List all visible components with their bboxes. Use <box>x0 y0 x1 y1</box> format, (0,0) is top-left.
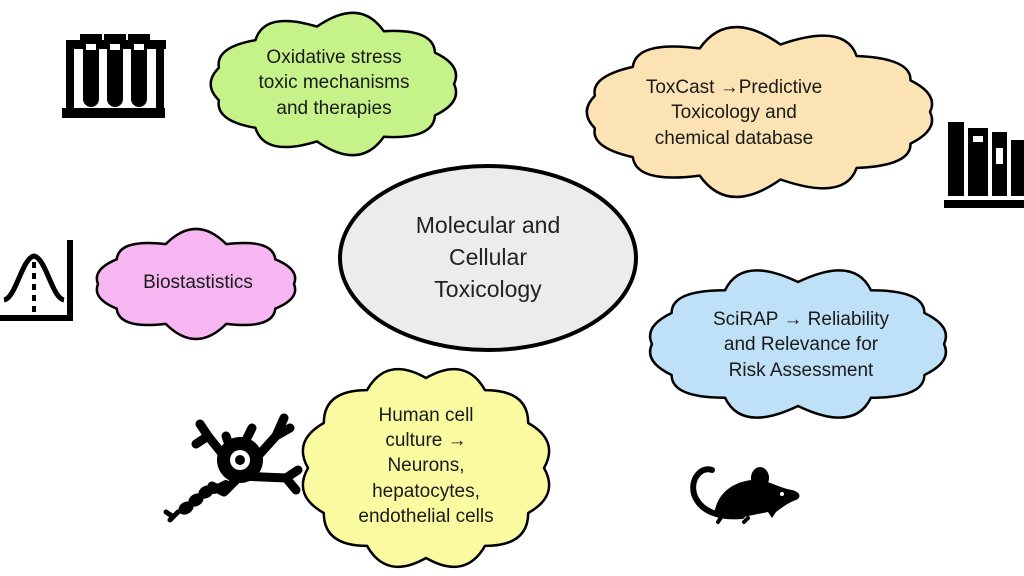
cloud-shape-cellculture <box>301 368 551 568</box>
center-title: Molecular and Cellular Toxicology <box>415 212 561 302</box>
cloud-shape-toxcast <box>585 25 934 199</box>
cloud-shape-biostats <box>95 227 297 341</box>
cloud-biostats <box>95 227 297 341</box>
cloud-oxidative <box>209 11 458 157</box>
center-ellipse <box>338 164 638 352</box>
cloud-toxcast <box>585 25 934 199</box>
cell-culture-label: Human cell culture → Neurons, hepatocyte… <box>358 405 494 527</box>
cloud-cellculture <box>301 368 551 568</box>
bell-curve-icon <box>0 240 73 321</box>
mouse-icon <box>690 466 800 524</box>
cloud-shape-scirap <box>648 269 948 419</box>
neuron-icon <box>163 413 303 523</box>
cloud-scirap <box>648 269 948 419</box>
oxidative-stress-label: Oxidative stress toxic mechanisms and th… <box>258 47 410 119</box>
toxcast-label: ToxCast →Predictive Toxicology and chemi… <box>645 77 823 149</box>
cloud-shape-oxidative <box>209 11 458 157</box>
scirap-label: SciRAP → Reliability and Relevance for R… <box>713 309 889 381</box>
test-tubes-icon <box>62 34 166 118</box>
books-icon <box>944 122 1024 208</box>
biostatistics-label: Biostastistics <box>143 272 253 294</box>
